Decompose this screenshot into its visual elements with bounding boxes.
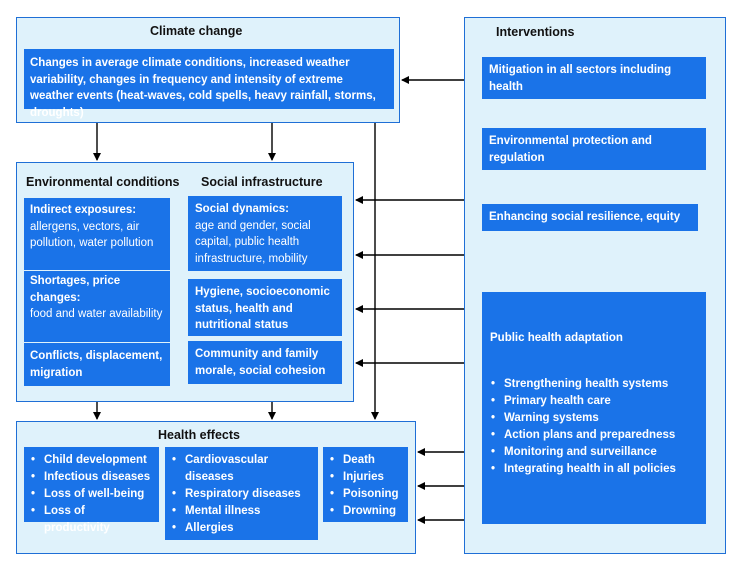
hygiene-box: Hygiene, socioeconomic status, health an…	[188, 279, 342, 336]
shortages-text: food and water availability	[30, 308, 163, 320]
climate-conditions-box: Changes in average climate conditions, i…	[24, 49, 394, 119]
community-box: Community and family morale, social cohe…	[188, 341, 342, 384]
social-resilience-text: Enhancing social resilience, equity	[489, 211, 681, 223]
health-effects-title: Health effects	[158, 428, 240, 442]
conflicts-text: Conflicts, displacement, migration	[30, 350, 163, 379]
adaptation-item: Monitoring and surveillance	[490, 444, 698, 461]
health-effect-item: Poisoning	[329, 486, 402, 503]
social-dynamics-box: Social dynamics: age and gender, social …	[188, 196, 342, 271]
health-effect-item: Allergies	[171, 520, 312, 537]
environmental-protection-box: Environmental protection and regulation	[482, 128, 706, 170]
climate-conditions-text: Changes in average climate conditions, i…	[30, 57, 376, 119]
shortages-title: Shortages, price changes:	[30, 275, 121, 304]
adaptation-item: Integrating health in all policies	[490, 461, 698, 478]
social-dynamics-title: Social dynamics:	[195, 203, 289, 215]
health-effect-item: Death	[329, 452, 402, 469]
hygiene-text: Hygiene, socioeconomic status, health an…	[195, 286, 330, 331]
shortages-box: Shortages, price changes: food and water…	[24, 271, 170, 342]
mitigation-box: Mitigation in all sectors including heal…	[482, 57, 706, 99]
climate-change-title: Climate change	[150, 24, 243, 38]
social-infrastructure-title: Social infrastructure	[201, 175, 323, 189]
indirect-exposures-title: Indirect exposures:	[30, 204, 137, 216]
adaptation-list: Strengthening health systems Primary hea…	[490, 376, 698, 478]
community-text: Community and family morale, social cohe…	[195, 348, 326, 377]
adaptation-item: Primary health care	[490, 393, 698, 410]
health-effects-col3-box: Death Injuries Poisoning Drowning	[323, 447, 408, 522]
health-effect-item: Child development	[30, 452, 153, 469]
health-effect-item: Loss of well-being	[30, 486, 153, 503]
health-effect-item: Mental illness	[171, 503, 312, 520]
adaptation-item: Action plans and preparedness	[490, 427, 698, 444]
health-effect-item: Loss of productivity	[30, 503, 153, 537]
health-effects-col2-list: Cardiovascular diseases Respiratory dise…	[171, 452, 312, 537]
social-resilience-box: Enhancing social resilience, equity	[482, 204, 698, 231]
interventions-title: Interventions	[496, 25, 575, 39]
public-health-adaptation-title: Public health adaptation	[490, 332, 623, 344]
adaptation-item: Warning systems	[490, 410, 698, 427]
health-effects-col3-list: Death Injuries Poisoning Drowning	[329, 452, 402, 520]
health-effect-item: Infectious diseases	[30, 469, 153, 486]
health-effect-item: Respiratory diseases	[171, 486, 312, 503]
adaptation-item: Strengthening health systems	[490, 376, 698, 393]
indirect-exposures-text: allergens, vectors, air pollution, water…	[30, 220, 154, 250]
social-dynamics-text: age and gender, social capital, public h…	[195, 219, 311, 265]
health-effect-item: Drowning	[329, 503, 402, 520]
health-effects-col1-list: Child development Infectious diseases Lo…	[30, 452, 153, 537]
health-effects-col1-box: Child development Infectious diseases Lo…	[24, 447, 159, 534]
environmental-protection-text: Environmental protection and regulation	[489, 135, 652, 164]
health-effect-item: Injuries	[329, 469, 402, 486]
health-effects-col2-box: Cardiovascular diseases Respiratory dise…	[165, 447, 318, 540]
mitigation-text: Mitigation in all sectors including heal…	[489, 64, 672, 93]
indirect-exposures-box: Indirect exposures: allergens, vectors, …	[24, 198, 170, 270]
conflicts-box: Conflicts, displacement, migration	[24, 343, 170, 386]
environmental-conditions-title: Environmental conditions	[26, 175, 180, 189]
health-effect-item: Cardiovascular diseases	[171, 452, 312, 486]
public-health-adaptation-box: Public health adaptation Strengthening h…	[482, 292, 706, 524]
